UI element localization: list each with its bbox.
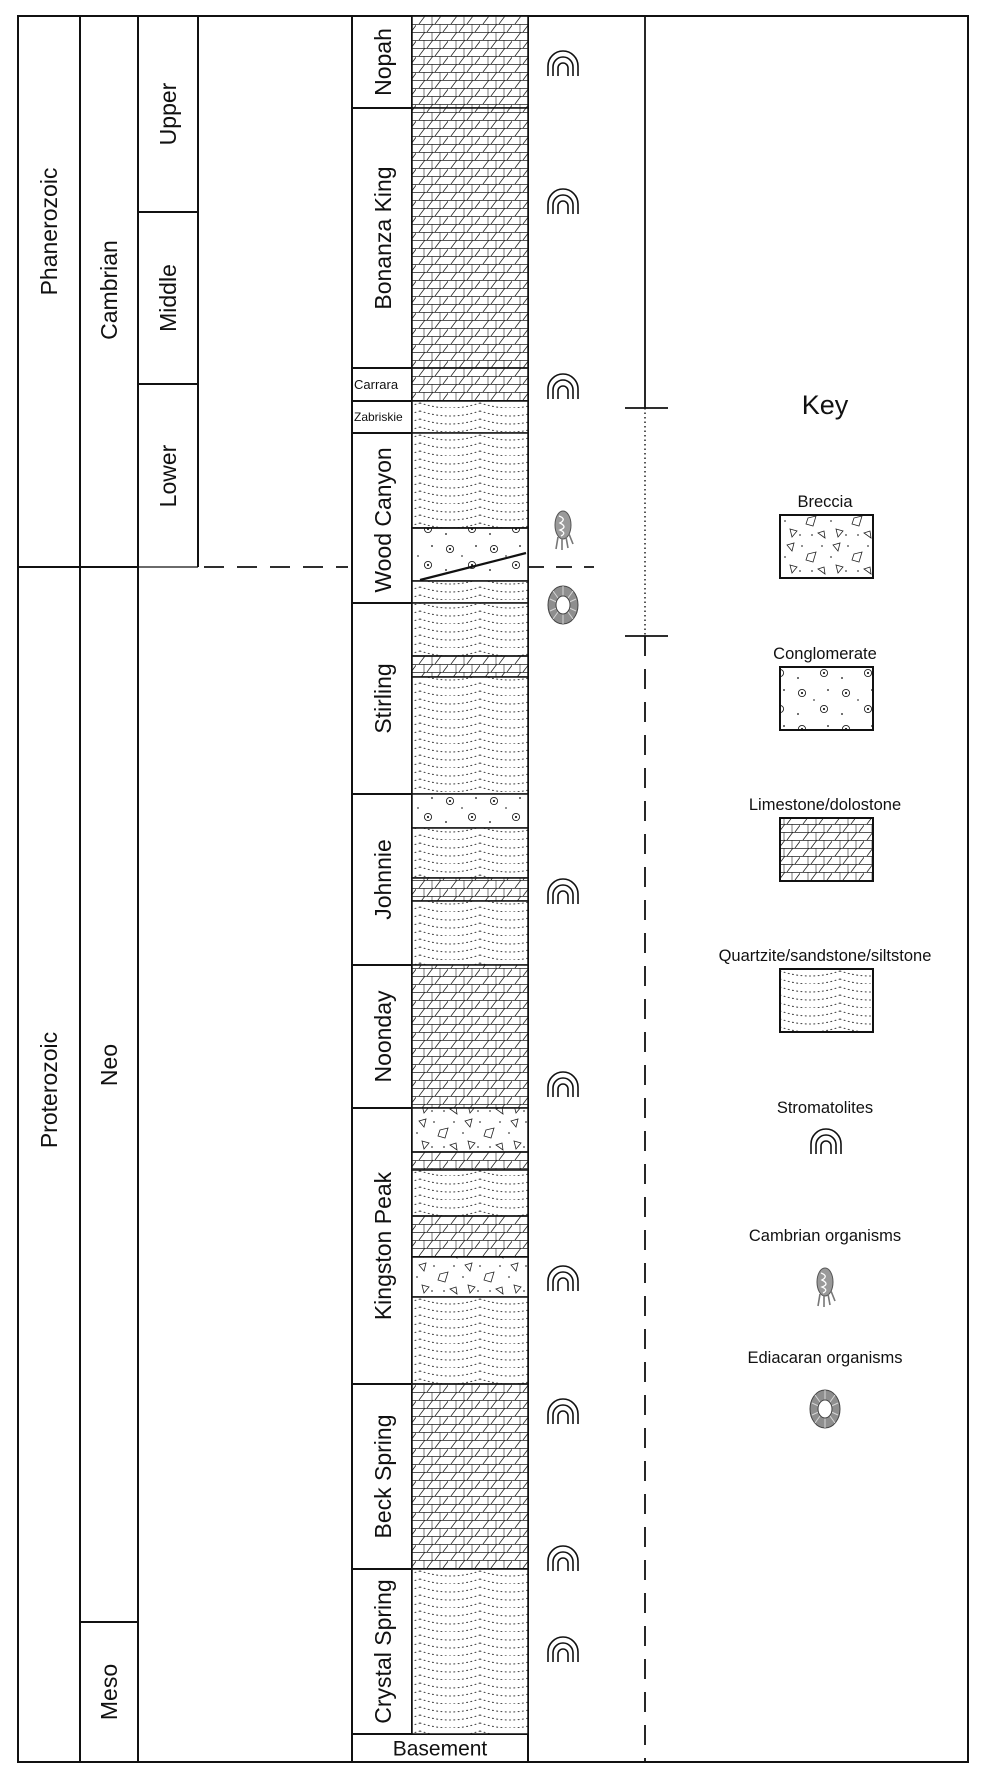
stromatolites-marker-nopah [547, 50, 579, 77]
layer-johnnie-quartzite [411, 900, 529, 966]
layer-wood-canyon-conglomerate [411, 527, 529, 582]
layer-kingston-peak-quartzite [411, 1296, 529, 1385]
formation-label-wood-canyon: Wood Canyon [370, 447, 396, 592]
stromatolites-marker-beck-spring [547, 1545, 579, 1572]
formation-label-johnnie: Johnnie [370, 839, 396, 920]
key-label-conglomerate: Conglomerate [773, 645, 877, 663]
key-swatch-limestone [779, 817, 874, 882]
key-symbol-stromatolites [810, 1128, 842, 1155]
epoch-label-middle: Middle [155, 264, 181, 332]
stromatolites-marker-noonday [547, 1071, 579, 1098]
key-label-breccia: Breccia [797, 493, 853, 511]
key-label-cambrian-organisms: Cambrian organisms [749, 1227, 901, 1245]
stromatolites-marker-johnnie [547, 878, 579, 905]
layer-wood-canyon-quartzite [411, 432, 529, 529]
epoch-label-upper: Upper [155, 82, 181, 145]
layer-stirling-quartzite [411, 676, 529, 795]
stromatolites-marker-kingston-peak [547, 1265, 579, 1292]
key-symbol-ediacaran-organisms [809, 1389, 841, 1429]
key-label-quartzite: Quartzite/sandstone/siltstone [719, 947, 932, 965]
layer-johnnie-conglomerate [411, 793, 529, 829]
layer-bonanza-king-limestone [411, 107, 529, 369]
key-label-stromatolites: Stromatolites [777, 1099, 873, 1117]
key-title: Key [802, 390, 849, 420]
stromatolites-marker-bonanza-king [547, 188, 579, 215]
formation-label-nopah: Nopah [370, 28, 396, 96]
eon-label-phanerozoic: Phanerozoic [36, 168, 62, 296]
range-lines [625, 16, 668, 1762]
layer-noonday-limestone [411, 964, 529, 1109]
key-label-limestone: Limestone/dolostone [749, 796, 901, 814]
stromatolites-marker-carrara [547, 373, 579, 400]
layer-nopah-limestone [411, 15, 529, 109]
layer-kingston-peak-limestone [411, 1151, 529, 1171]
key-swatch-quartzite [779, 968, 874, 1033]
layer-zabriskie-quartzite [411, 400, 529, 434]
layer-kingston-peak-quartzite [411, 1169, 529, 1217]
formation-label-bonanza-king: Bonanza King [370, 166, 396, 309]
layer-carrara-limestone [411, 367, 529, 402]
layer-kingston-peak-breccia [411, 1256, 529, 1298]
layer-kingston-peak-breccia [411, 1107, 529, 1153]
layer-stirling-limestone [411, 655, 529, 678]
formation-label-zabriskie: Zabriskie [354, 410, 403, 424]
formation-label-crystal-spring: Crystal Spring [370, 1579, 396, 1723]
era-label-cambrian: Cambrian [96, 240, 122, 340]
layer-wood-canyon-quartzite [411, 580, 529, 604]
stromatolites-marker-crystal-spring [547, 1636, 579, 1663]
layer-beck-spring-limestone [411, 1383, 529, 1570]
layer-johnnie-limestone [411, 877, 529, 902]
key-symbol-cambrian-organisms [816, 1267, 836, 1308]
ediacaran-organisms-marker-wood-canyon [547, 585, 579, 625]
layer-kingston-peak-limestone [411, 1215, 529, 1258]
legend-key: KeyBrecciaConglomerateLimestone/doloston… [719, 390, 932, 1429]
layer-stirling-quartzite [411, 602, 529, 657]
formation-label-stirling: Stirling [370, 663, 396, 733]
formation-label-noonday: Noonday [370, 990, 396, 1083]
cambrian-organisms-marker-wood-canyon [554, 510, 574, 551]
stromatolites-marker-beck-spring [547, 1398, 579, 1425]
era-label-meso: Meso [96, 1664, 122, 1720]
key-label-ediacaran-organisms: Ediacaran organisms [748, 1349, 903, 1367]
layer-johnnie-quartzite [411, 827, 529, 879]
era-label-neo: Neo [96, 1044, 122, 1086]
key-swatch-breccia [779, 514, 874, 579]
epoch-label-lower: Lower [155, 444, 181, 507]
formation-label-basement: Basement [393, 1738, 488, 1761]
layer-crystal-spring-quartzite [411, 1568, 529, 1735]
fossil-markers [547, 50, 579, 1663]
formation-label-carrara: Carrara [354, 377, 399, 392]
formation-label-kingston-peak: Kingston Peak [370, 1171, 396, 1320]
key-swatch-conglomerate [779, 666, 874, 731]
lithology-column [411, 15, 529, 1735]
eon-label-proterozoic: Proterozoic [36, 1032, 62, 1148]
formation-label-beck-spring: Beck Spring [370, 1414, 396, 1538]
